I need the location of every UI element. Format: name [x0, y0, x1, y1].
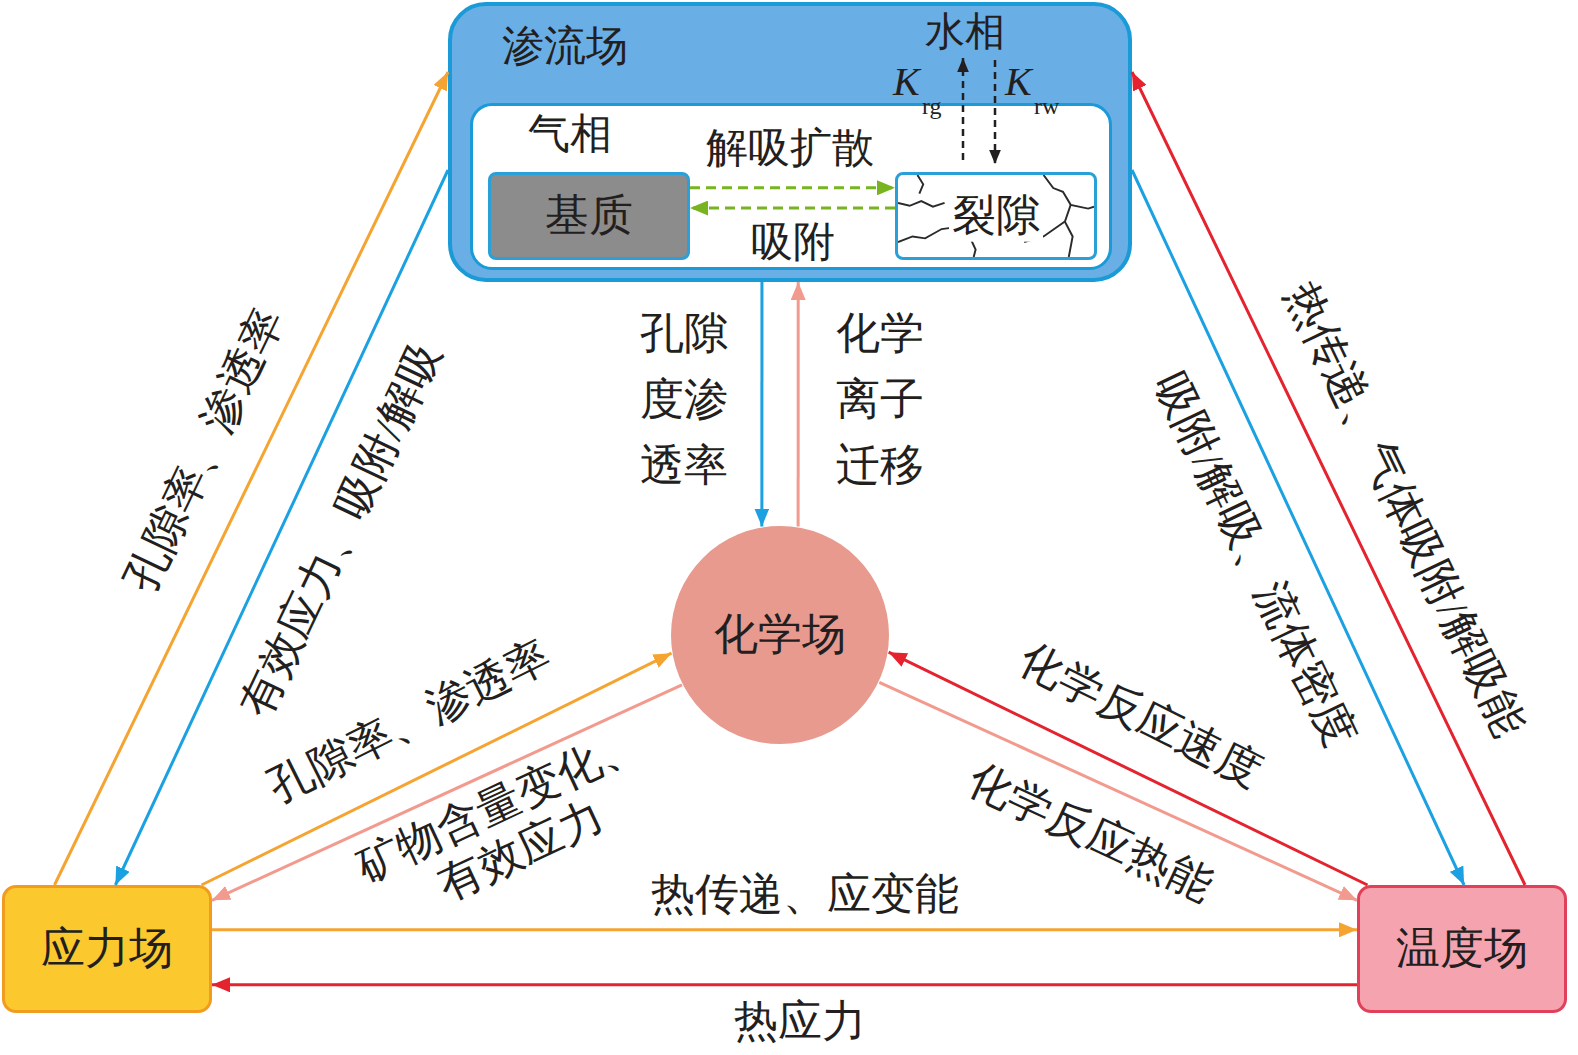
field-name: 裂隙	[949, 191, 1043, 242]
krg-arrow	[962, 58, 965, 160]
coupling-label: 孔隙度渗透率	[638, 301, 730, 499]
field-name: 温度场	[1396, 924, 1528, 975]
coupling-arrow	[797, 282, 800, 527]
circle-fill	[671, 526, 889, 744]
coupling-arrow	[212, 928, 1357, 931]
coupling-label: 吸附/解吸、流体密度	[1143, 365, 1364, 755]
field-name: 应力场	[41, 924, 173, 975]
crack-line	[1044, 175, 1094, 209]
coupling-label: 热传递、应变能	[651, 870, 959, 921]
coupling-arrow	[212, 983, 1357, 986]
permeability-symbol: K	[1005, 62, 1032, 102]
field-name: 化学场	[714, 610, 846, 661]
chemical-field-circle: 化学场	[670, 525, 890, 745]
temperature-field-box: 温度场	[1357, 885, 1567, 1013]
coupling-arrow	[760, 282, 763, 527]
coupling-label: 吸附	[751, 218, 835, 266]
krw-arrow	[994, 60, 997, 164]
fracture-box: 裂隙	[895, 172, 1097, 260]
water-phase-label: 水相	[925, 12, 1005, 52]
permeability-subscript: rg	[922, 94, 942, 118]
permeability-symbol: K	[893, 62, 920, 102]
coupling-label: 有效应力、吸附/解吸	[231, 335, 452, 725]
field-name: 渗流场	[502, 22, 628, 70]
matrix-box: 基质	[488, 172, 690, 260]
coupling-label: 热应力	[734, 997, 866, 1048]
coupling-label: 解吸扩散	[706, 124, 874, 172]
field-name: 基质	[545, 191, 633, 242]
crack-line	[1065, 205, 1073, 257]
crack-line	[898, 201, 945, 207]
coupling-arrow	[690, 207, 895, 210]
crack-line	[917, 175, 923, 194]
crack-line	[898, 227, 956, 242]
permeability-subscript: rw	[1034, 94, 1059, 118]
field-name: 气相	[528, 110, 612, 158]
coupling-arrow	[690, 186, 895, 189]
stress-field-box: 应力场	[2, 885, 212, 1013]
coupling-label: 化学离子迁移	[834, 301, 926, 499]
